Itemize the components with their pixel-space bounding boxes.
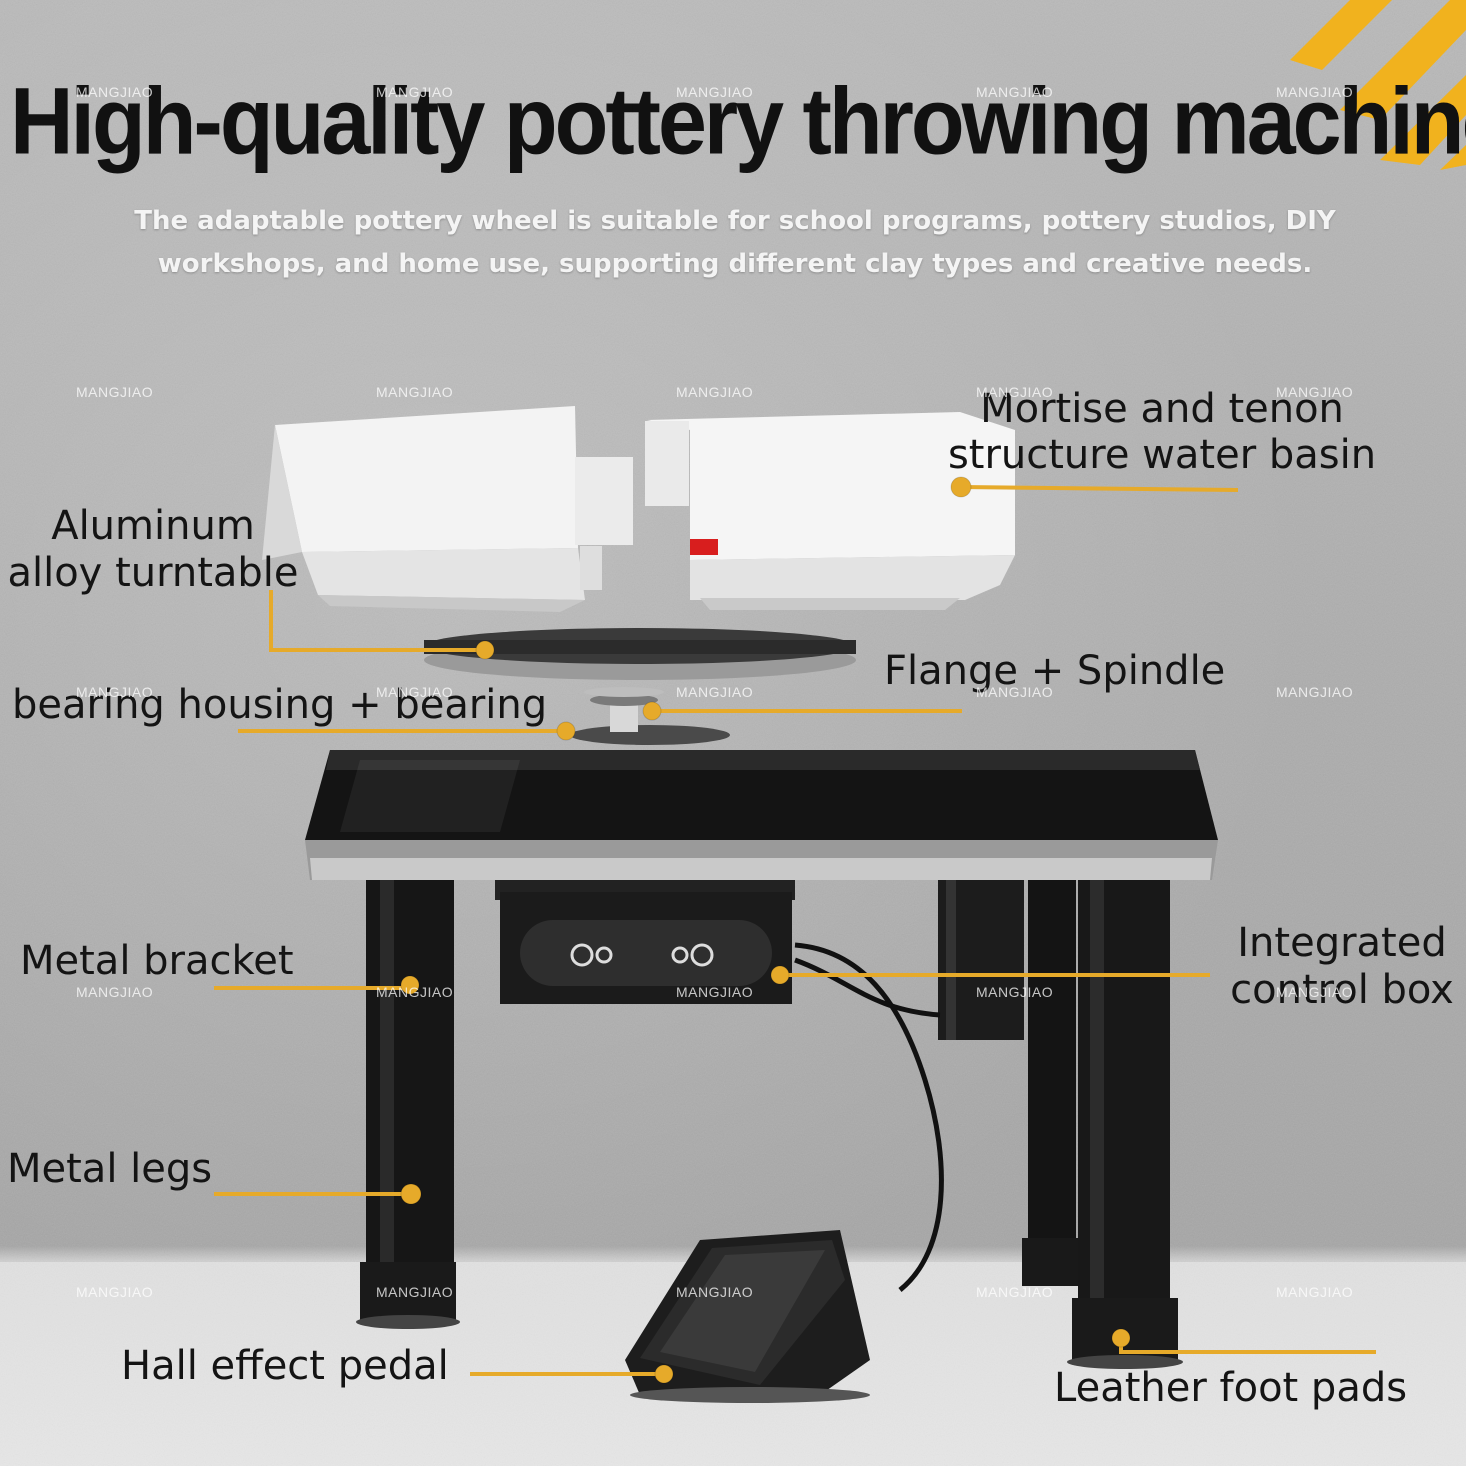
watermark-text: MANGJIAO (976, 684, 1054, 700)
watermark-text: MANGJIAO (1276, 384, 1354, 400)
dot-turntable (475, 640, 495, 660)
watermark-text: MANGJIAO (1276, 84, 1354, 100)
watermark-text: MANGJIAO (76, 684, 154, 700)
watermark-text: MANGJIAO (676, 84, 754, 100)
label-flange: Flange + Spindle (884, 648, 1226, 694)
watermark-text: MANGJIAO (76, 984, 154, 1000)
dot-foot-pads (1111, 1328, 1131, 1348)
label-foot-pads: Leather foot pads (1054, 1365, 1408, 1411)
dot-bearing (556, 721, 576, 741)
watermark-text: MANGJIAO (376, 1284, 454, 1300)
watermark-text: MANGJIAO (676, 984, 754, 1000)
label-legs: Metal legs (7, 1146, 213, 1192)
dot-water-basin (950, 476, 972, 498)
watermark-text: MANGJIAO (376, 684, 454, 700)
watermark-text: MANGJIAO (676, 384, 754, 400)
dot-control-box (770, 965, 790, 985)
watermark-text: MANGJIAO (376, 384, 454, 400)
legs (356, 880, 1183, 1369)
pedal-cable (794, 942, 944, 1292)
leg-foot-pad (360, 1262, 456, 1324)
watermark-text: MANGJIAO (376, 84, 454, 100)
leader-lines (214, 485, 1376, 1376)
water-basin-illustration (262, 406, 1015, 612)
machine-body (305, 750, 1218, 880)
dot-legs (400, 1183, 422, 1205)
label-turntable: Aluminum alloy turntable (7, 503, 299, 596)
watermark-text: MANGJIAO (976, 384, 1054, 400)
watermark-text: MANGJIAO (1276, 984, 1354, 1000)
turntable-disc (424, 628, 856, 680)
watermark-text: MANGJIAO (76, 384, 154, 400)
watermark-text: MANGJIAO (1276, 684, 1354, 700)
label-bearing: bearing housing + bearing (12, 682, 548, 728)
label-water-basin: Mortise and tenon structure water basin (947, 386, 1377, 478)
control-box (495, 880, 795, 1004)
watermark-text: MANGJIAO (376, 984, 454, 1000)
watermark-text: MANGJIAO (976, 84, 1054, 100)
watermark-text: MANGJIAO (976, 1284, 1054, 1300)
watermark-text: MANGJIAO (1276, 1284, 1354, 1300)
label-pedal: Hall effect pedal (121, 1343, 449, 1389)
leader-turntable (269, 590, 485, 652)
hazard-stripes-decoration (1290, 0, 1466, 170)
watermark-text: MANGJIAO (76, 1284, 154, 1300)
dot-bracket (400, 975, 420, 995)
leader-water-basin (960, 485, 1239, 492)
watermark-text: MANGJIAO (676, 684, 754, 700)
label-bracket: Metal bracket (20, 938, 294, 984)
dot-pedal (654, 1364, 674, 1384)
foot-pedal (625, 1230, 870, 1403)
spindle-assembly (570, 687, 730, 745)
red-indicator (690, 539, 718, 555)
page-title: High-quality pottery throwing machines (10, 67, 1466, 174)
label-control-box: Integrated control box (1230, 920, 1454, 1013)
watermark-text: MANGJIAO (76, 84, 154, 100)
callout-dots (400, 476, 1131, 1384)
dot-flange (642, 701, 662, 721)
watermark-text: MANGJIAO (976, 984, 1054, 1000)
watermark-text: MANGJIAO (676, 1284, 754, 1300)
page-subtitle: The adaptable pottery wheel is suitable … (134, 206, 1336, 279)
